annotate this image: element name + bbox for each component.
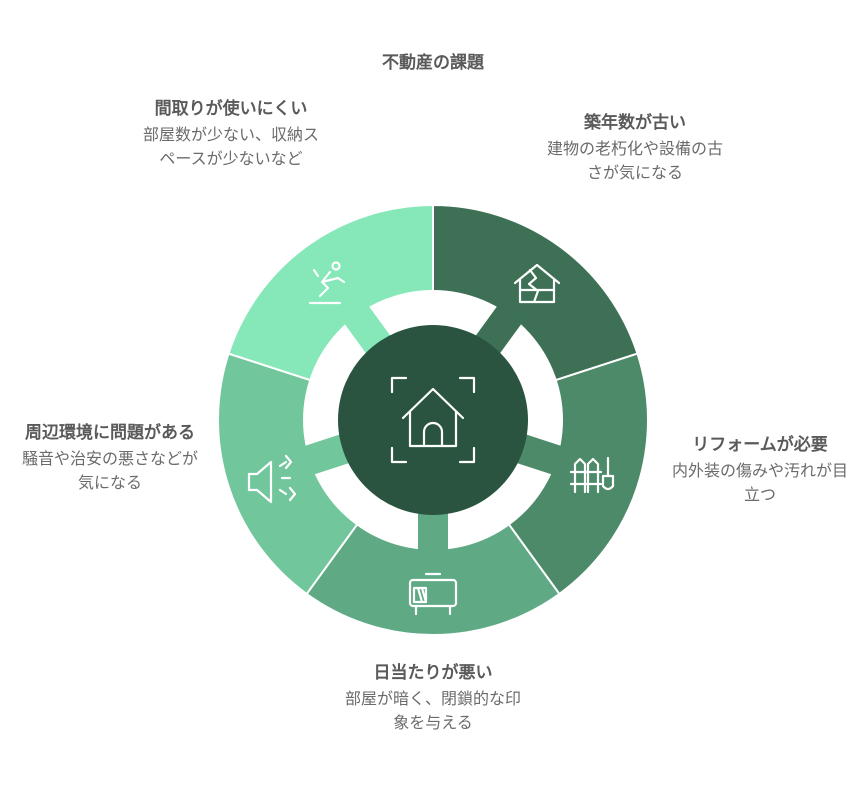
description-old: 建物の老朽化や設備の古さが気になる [546, 139, 723, 182]
heading-old: 築年数が古い [584, 113, 686, 133]
slipping-person-icon [308, 261, 346, 305]
description-sunlight: 部屋が暗く、閉鎖的な印象を与える [344, 689, 521, 732]
connector-old [472, 301, 525, 358]
label-layout: 間取りが使いにくい 部屋数が少ない、収納スペースが少ないなど [140, 98, 322, 171]
description-environment: 騒音や治安の悪さなどが気になる [22, 449, 199, 492]
connector-environment [299, 432, 354, 476]
cracked-house-icon [513, 263, 561, 304]
description-reform: 内外装の傷みや汚れが目立つ [671, 461, 848, 504]
heading-layout: 間取りが使いにくい [154, 99, 308, 119]
label-reform: リフォームが必要 内外装の傷みや汚れが目立つ [670, 434, 850, 507]
fence-paintbrush-icon [569, 456, 615, 494]
label-old: 築年数が古い 建物の老朽化や設備の古さが気になる [545, 112, 725, 185]
noise-speaker-icon [247, 454, 297, 504]
heading-environment: 周辺環境に問題がある [25, 423, 195, 443]
heading-reform: リフォームが必要 [692, 435, 828, 455]
center-circle [338, 325, 528, 515]
connector-reform [512, 432, 567, 476]
connector-layout [341, 301, 394, 358]
house-focus-icon [390, 376, 476, 464]
heading-sunlight: 日当たりが悪い [373, 663, 493, 683]
furniture-icon [408, 572, 458, 616]
label-sunlight: 日当たりが悪い 部屋が暗く、閉鎖的な印象を与える [343, 662, 523, 735]
description-layout: 部屋数が少ない、収納スペースが少ないなど [142, 125, 319, 168]
label-environment: 周辺環境に問題がある 騒音や治安の悪さなどが気になる [22, 422, 198, 495]
diagram-title: 不動産の課題 [382, 53, 484, 73]
